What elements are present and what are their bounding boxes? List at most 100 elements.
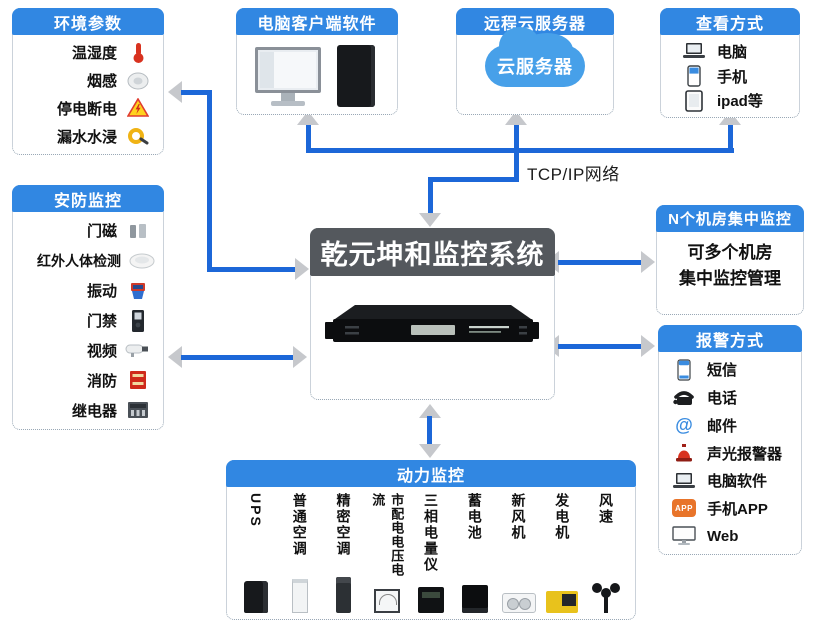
arrowhead-power-to-center <box>419 404 441 418</box>
power-item-ups: UPS <box>235 493 277 613</box>
fresh-air-fan-image <box>501 593 536 613</box>
view-item-phone: 手机 <box>661 64 799 89</box>
power-item-label: 新风机 <box>510 493 527 541</box>
monitor-icon <box>255 47 321 93</box>
laptop-icon <box>671 470 697 492</box>
center-alarm-line <box>558 344 642 349</box>
env-item-label: 温湿度 <box>71 45 117 63</box>
security-item-label: 门磁 <box>86 223 117 241</box>
fire-box-icon <box>125 369 151 391</box>
pc-computer-image <box>255 45 381 111</box>
camera-icon <box>125 339 151 361</box>
security-item-label: 视频 <box>86 342 117 360</box>
power-warning-icon <box>125 97 151 119</box>
alarm-item-sms: 短信 <box>659 356 801 384</box>
arrowhead-to-center-left <box>295 258 309 280</box>
power-item-label: 精密空调 <box>335 493 352 557</box>
access-control-icon <box>125 309 151 332</box>
env-item-label: 烟感 <box>86 73 117 91</box>
relay-icon <box>125 399 151 421</box>
view-item-ipad: ipad等 <box>661 88 799 113</box>
power-box: 动力监控 UPS 普通空调 精密空调 市配电电压电流 三相电量仪 <box>226 460 636 620</box>
env-item-label: 漏水水浸 <box>56 128 117 146</box>
network-trunk-line <box>306 148 734 153</box>
center-drop-line-v1 <box>514 153 519 182</box>
env-item-smoke: 烟感 <box>13 67 163 95</box>
anemometer-image <box>592 583 620 613</box>
pc-client-header: 电脑客户端软件 <box>236 8 398 35</box>
alarm-item-app: APP 手机APP <box>659 495 801 523</box>
security-item-access: 门禁 <box>13 306 163 336</box>
security-item-label: 门禁 <box>86 313 117 330</box>
multi-room-box: N个机房集中监控 可多个机房 集中监控管理 <box>656 205 804 315</box>
security-item-label: 红外人体检测 <box>37 252 121 269</box>
rack-device-image <box>323 291 541 349</box>
env-item-water-leak: 漏水水浸 <box>13 122 163 150</box>
security-item-relay: 继电器 <box>13 395 163 425</box>
pc-client-box: 电脑客户端软件 <box>236 8 398 115</box>
tower-icon <box>337 45 375 107</box>
alarm-item-label: 手机APP <box>707 500 768 518</box>
precision-ac-image <box>336 577 351 613</box>
alarm-item-siren: 声光报警器 <box>659 439 801 467</box>
alarm-item-label: 声光报警器 <box>707 445 783 463</box>
network-label: TCP/IP网络 <box>527 165 620 184</box>
vibration-sensor-icon <box>125 280 151 302</box>
security-center-line <box>181 355 294 360</box>
security-item-fire: 消防 <box>13 365 163 395</box>
security-item-label: 继电器 <box>71 402 117 420</box>
cloud-icon: 云服务器 <box>485 27 585 87</box>
view-methods-box: 查看方式 电脑 手机 ipad等 <box>660 8 800 118</box>
alarm-item-label: 电脑软件 <box>707 473 768 491</box>
power-header: 动力监控 <box>226 460 636 487</box>
view-methods-header: 查看方式 <box>660 8 800 35</box>
power-item-label: UPS <box>248 493 264 528</box>
email-icon <box>671 414 697 436</box>
security-item-door-magnet: 门磁 <box>13 216 163 246</box>
tablet-icon <box>681 89 707 112</box>
power-item-label: 风速 <box>598 493 614 525</box>
security-item-vibration: 振动 <box>13 276 163 306</box>
power-item-label: 发电机 <box>554 493 571 541</box>
power-item-generator: 发电机 <box>541 493 583 613</box>
arrowhead-to-security <box>168 346 182 368</box>
center-drop-line-v2 <box>428 182 433 215</box>
power-item-precision-ac: 精密空调 <box>323 493 365 613</box>
security-item-label: 消防 <box>86 372 117 390</box>
battery-image <box>461 585 488 613</box>
multi-room-header: N个机房集中监控 <box>656 205 804 232</box>
center-system-title: 乾元坤和监控系统 <box>310 228 555 276</box>
alarm-item-phone: 电话 <box>659 384 801 412</box>
security-item-label: 振动 <box>86 283 117 301</box>
center-nrooms-line <box>558 260 642 265</box>
alarm-item-label: Web <box>707 527 739 545</box>
env-path-h1 <box>181 90 212 95</box>
cloud-branch-line <box>514 125 519 153</box>
env-item-temperature: 温湿度 <box>13 39 163 67</box>
power-meter-image <box>418 587 444 613</box>
alarm-header: 报警方式 <box>658 325 802 352</box>
sms-phone-icon <box>671 359 697 381</box>
thermometer-icon <box>125 42 151 64</box>
normal-ac-image <box>291 579 308 613</box>
alarm-item-pc-software: 电脑软件 <box>659 467 801 495</box>
laptop-icon <box>681 40 707 62</box>
phone-icon <box>681 65 707 87</box>
view-item-label: ipad等 <box>717 93 763 111</box>
multi-room-line2: 集中监控管理 <box>679 269 781 288</box>
arrowhead-to-center-top <box>419 213 441 227</box>
security-header: 安防监控 <box>12 185 164 212</box>
power-item-fresh-air: 新风机 <box>498 493 540 613</box>
cloud-server-header: 远程云服务器 <box>456 8 614 35</box>
arrowhead-to-env <box>168 81 182 103</box>
view-item-label: 电脑 <box>717 43 748 61</box>
power-item-three-phase: 三相电量仪 <box>410 493 452 613</box>
power-item-label: 蓄电池 <box>466 493 483 541</box>
arrowhead-to-power <box>419 444 441 458</box>
security-item-infrared: 红外人体检测 <box>13 246 163 276</box>
power-item-distribution: 市配电电压电流 <box>366 493 408 613</box>
monitor-icon <box>671 525 697 547</box>
center-power-line <box>427 416 432 446</box>
arrowhead-security-to-center <box>293 346 307 368</box>
